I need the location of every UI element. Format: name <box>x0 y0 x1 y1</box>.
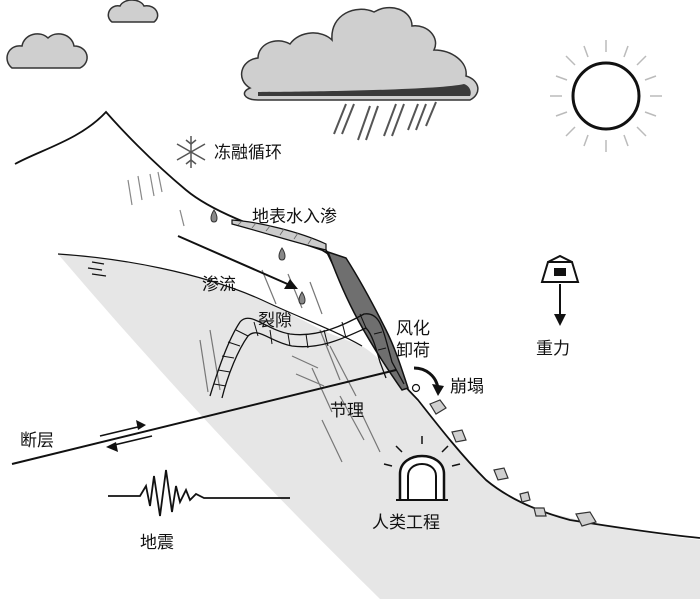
seepage-arrow <box>177 235 298 289</box>
gravity-arrow <box>554 284 566 326</box>
fault-marks <box>87 261 107 277</box>
label-unloading: 卸荷 <box>396 341 430 361</box>
cloud-icon <box>107 0 159 23</box>
snowflake-icon <box>176 136 206 168</box>
label-freeze-thaw: 冻融循环 <box>214 143 282 163</box>
failure-block <box>326 250 409 391</box>
seismogram-icon <box>108 469 290 517</box>
slope-lower-boundary <box>57 253 363 347</box>
label-human-engineering: 人类工程 <box>372 513 440 533</box>
label-joint: 节理 <box>330 401 364 421</box>
label-seepage: 渗流 <box>202 275 236 295</box>
mountain-outline <box>14 110 345 269</box>
water-drop-icon <box>210 209 306 305</box>
bedrock-layer <box>209 313 405 399</box>
label-weathering: 风化 <box>396 319 430 339</box>
fault-line <box>11 369 397 465</box>
label-gravity: 重力 <box>536 339 570 359</box>
sun-icon <box>550 40 662 152</box>
weathering-arrow <box>411 366 444 396</box>
rain-cloud-icon <box>240 6 479 141</box>
fissure-lines <box>199 269 381 463</box>
bedrock-bricks <box>213 313 387 387</box>
weight-icon <box>540 254 580 283</box>
snow-hatching <box>127 171 185 227</box>
rock-icon <box>429 399 597 527</box>
tunnel-icon <box>383 436 461 501</box>
label-surface-infiltration: 地表水入渗 <box>252 207 337 227</box>
cloud-icon <box>6 33 88 69</box>
label-collapse: 崩塌 <box>450 377 484 397</box>
label-fissure: 裂隙 <box>258 311 292 331</box>
infiltration-zone <box>231 219 327 251</box>
label-fault: 断层 <box>20 431 54 451</box>
label-earthquake: 地震 <box>140 533 174 553</box>
